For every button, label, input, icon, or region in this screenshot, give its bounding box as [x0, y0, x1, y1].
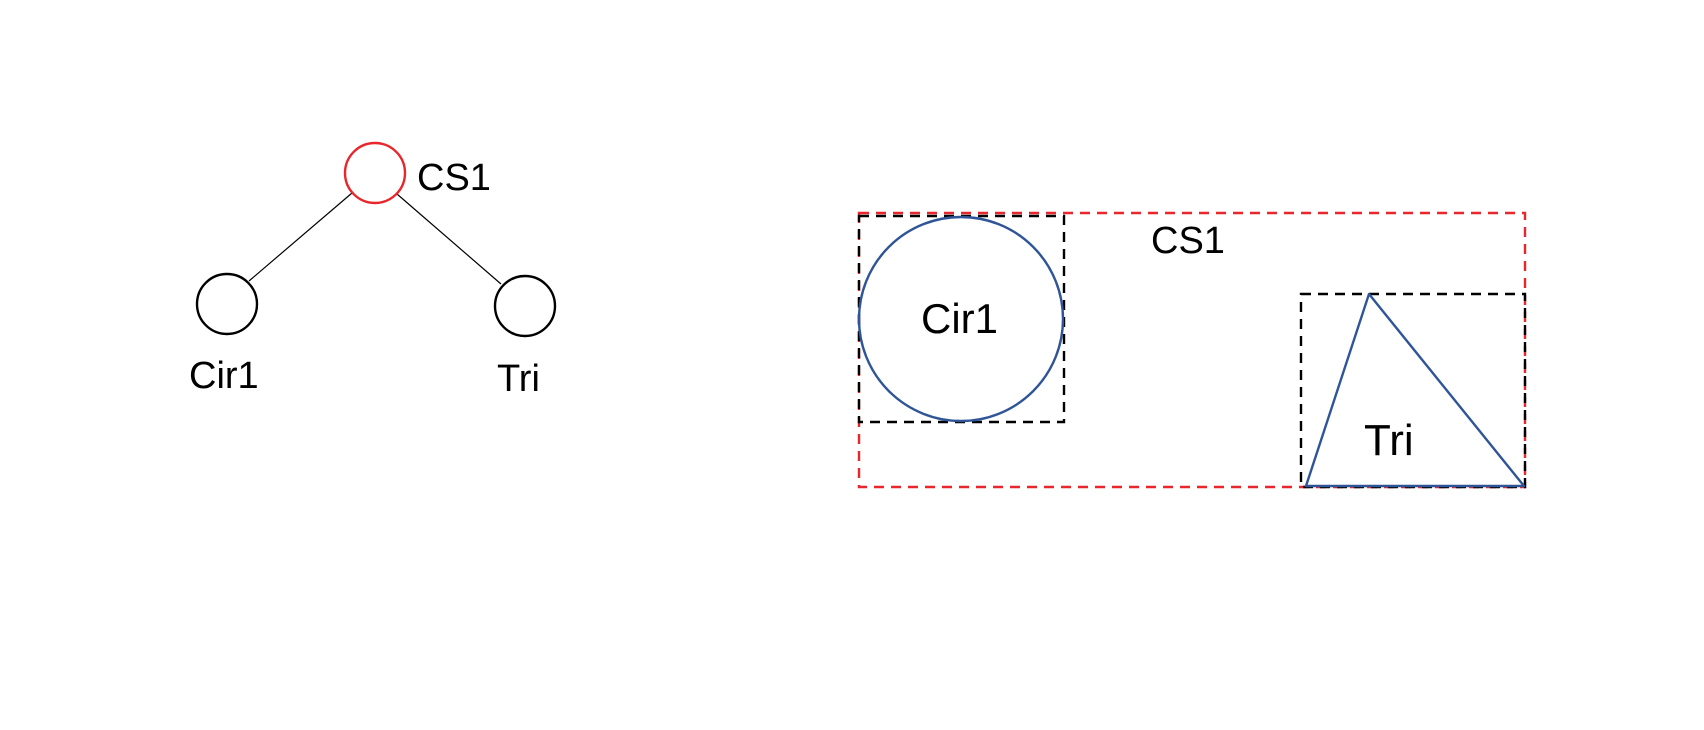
- tree-node-cs1: [343, 141, 407, 205]
- group-box-cs1-label: CS1: [1151, 220, 1225, 262]
- tree-edge-cs1-cir1: [248, 192, 353, 282]
- tree-node-cs1-label: CS1: [417, 157, 491, 199]
- tree-node-tri: [493, 274, 557, 338]
- tree-node-cir1-label: Cir1: [189, 355, 259, 397]
- tree-edge-cs1-tri: [396, 193, 502, 285]
- tree-node-tri-label: Tri: [497, 358, 540, 400]
- scene-tree: CS1 Cir1 Tri: [189, 141, 557, 400]
- tree-node-cir1: [195, 272, 259, 336]
- shape-triangle-tri: [1304, 292, 1526, 488]
- shape-circle-cir1-label: Cir1: [921, 295, 998, 342]
- layout-view: CS1 Cir1 Tri: [857, 211, 1527, 489]
- shape-circle-cir1: [857, 215, 1065, 423]
- shape-triangle-tri-label: Tri: [1364, 416, 1414, 465]
